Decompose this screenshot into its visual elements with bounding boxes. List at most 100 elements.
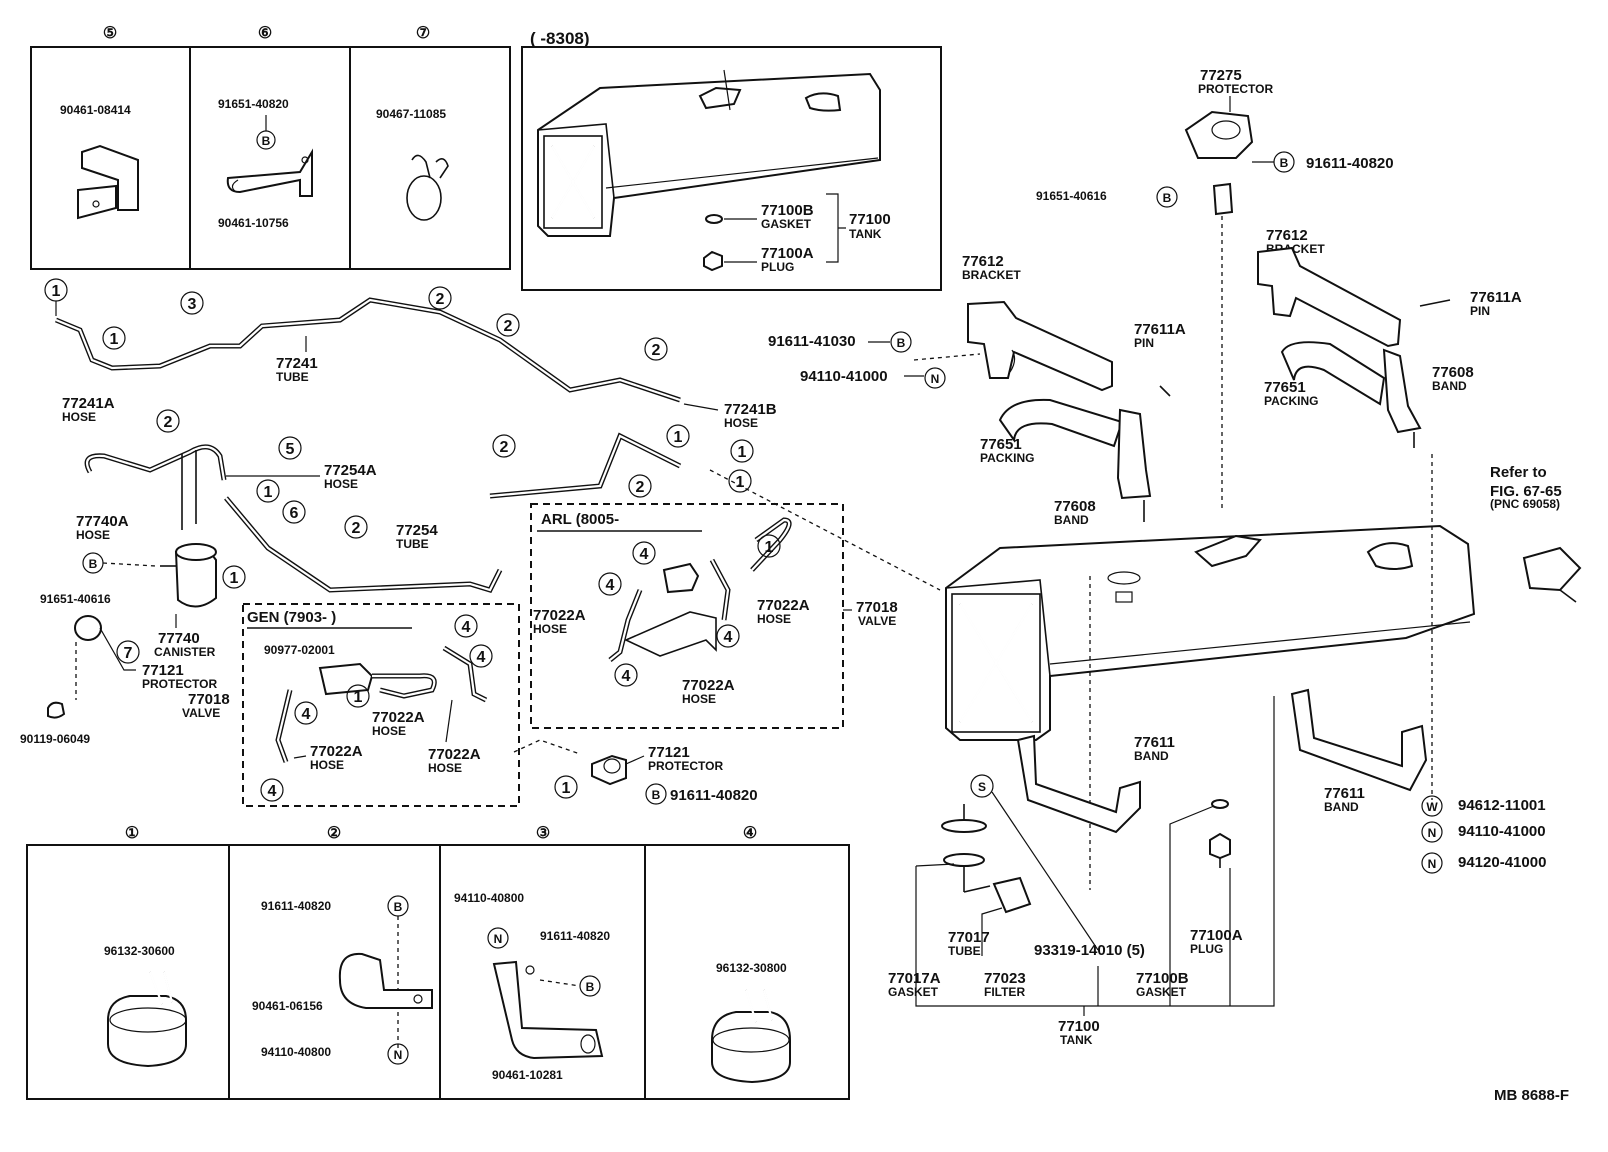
part-77022a-gen-3: 77022A <box>428 746 481 763</box>
label-hose-77241b: HOSE <box>724 416 758 430</box>
tank-variant-label: ( -8308) <box>530 29 590 48</box>
part-77017: 77017 <box>948 929 990 946</box>
part-94110-41000-l: 94110-41000 <box>800 368 888 385</box>
svg-text:4: 4 <box>640 546 649 563</box>
svg-text:B: B <box>1163 191 1172 205</box>
part-77022a-arl-2: 77022A <box>757 597 810 614</box>
svg-text:W: W <box>1426 800 1438 814</box>
part-91611-40820-r: 91611-40820 <box>1306 155 1394 172</box>
svg-text:2: 2 <box>652 342 661 359</box>
label-hose-gen-3: HOSE <box>428 761 462 775</box>
clip-bracket-6 <box>226 148 313 197</box>
hose-77740a <box>84 444 227 530</box>
protector-77121-a <box>74 615 102 641</box>
part-77740: 77740 <box>158 630 200 647</box>
part-90119-06049: 90119-06049 <box>20 732 90 746</box>
part-90461-08414: 90461-08414 <box>60 103 131 117</box>
part-91611-41030: 91611-41030 <box>768 333 856 350</box>
callout-3 <box>180 291 204 315</box>
part-77241a: 77241A <box>62 395 115 412</box>
label-canister: CANISTER <box>154 645 216 659</box>
label-hose-arl-3: HOSE <box>682 692 716 706</box>
packing-77651-r <box>1280 341 1386 406</box>
svg-text:7: 7 <box>124 645 133 662</box>
part-77275: 77275 <box>1200 67 1242 84</box>
label-pin-r: PIN <box>1470 304 1490 318</box>
arl-valve-assembly <box>608 517 792 662</box>
part-77254: 77254 <box>396 522 438 539</box>
refer-line-1: Refer to <box>1490 464 1547 481</box>
label-filter: FILTER <box>984 985 1025 999</box>
label-tank-r: TANK <box>1060 1033 1093 1047</box>
bracket-77612-l <box>967 300 1113 392</box>
svg-text:2: 2 <box>164 414 173 431</box>
label-pin-l: PIN <box>1134 336 1154 350</box>
part-77611a-l: 77611A <box>1134 321 1186 338</box>
label-tube-77017: TUBE <box>948 944 981 958</box>
part-77612-l: 77612 <box>962 253 1004 270</box>
svg-text:2: 2 <box>352 520 361 537</box>
svg-text:N: N <box>1428 857 1437 871</box>
small-fuel-tank <box>537 69 881 237</box>
label-plug-r: PLUG <box>1190 942 1223 956</box>
clip-90461-06156 <box>338 952 433 1009</box>
part-77100-small: 77100 <box>849 211 891 228</box>
part-90461-06156: 90461-06156 <box>252 999 323 1013</box>
label-tank-small: TANK <box>849 227 882 241</box>
clip-bracket-5 <box>77 144 139 220</box>
part-77608-l: 77608 <box>1054 498 1096 515</box>
part-77023: 77023 <box>984 970 1026 987</box>
bracket-90461-10281 <box>492 960 604 1060</box>
label-packing-r: PACKING <box>1264 394 1318 408</box>
gen-box-title: GEN (7903- ) <box>247 609 336 626</box>
svg-text:2: 2 <box>436 291 445 308</box>
part-96132-30600: 96132-30600 <box>104 944 175 958</box>
inset-number-1: ① <box>125 825 139 842</box>
canister-77740 <box>160 543 217 608</box>
part-77121-b: 77121 <box>648 744 690 761</box>
svg-text:1: 1 <box>765 539 774 556</box>
inset-number-7: ⑦ <box>416 25 430 42</box>
part-77612-r: 77612 <box>1266 227 1308 244</box>
part-77254a: 77254A <box>324 462 377 479</box>
label-gasket-77017a: GASKET <box>888 985 939 999</box>
band-77611-l <box>1016 734 1141 834</box>
label-hose-77254a: HOSE <box>324 477 358 491</box>
svg-text:4: 4 <box>268 783 277 800</box>
label-hose-gen-2: HOSE <box>310 758 344 772</box>
label-plug: PLUG <box>761 260 794 274</box>
label-protector-77275: PROTECTOR <box>1198 82 1273 96</box>
label-gasket: GASKET <box>761 217 812 231</box>
svg-text:N: N <box>931 372 940 386</box>
label-packing-l: PACKING <box>980 451 1034 465</box>
part-77018-a: 77018 <box>188 691 230 708</box>
part-77100-r: 77100 <box>1058 1018 1100 1035</box>
part-77017a: 77017A <box>888 970 941 987</box>
label-hose-gen-1: HOSE <box>372 724 406 738</box>
part-77022a-arl-1: 77022A <box>533 607 586 624</box>
label-band-611-l: BAND <box>1134 749 1169 763</box>
svg-text:4: 4 <box>724 629 733 646</box>
gasket-77100b <box>1211 799 1229 809</box>
callout-2-d <box>644 337 668 361</box>
svg-text:1: 1 <box>264 484 273 501</box>
part-91651-40616-r: 91651-40616 <box>1036 189 1107 203</box>
diagram-callout-code: MB 8688-F <box>1494 1087 1569 1104</box>
label-hose-77740a: HOSE <box>76 528 110 542</box>
part-77241: 77241 <box>276 355 318 372</box>
part-94612-11001: 94612-11001 <box>1458 797 1546 814</box>
pin-77611a-r <box>1419 299 1451 307</box>
svg-text:B: B <box>897 336 906 350</box>
spring-clamp-7 <box>406 154 449 221</box>
bracket-77612-r <box>1257 246 1402 348</box>
refer-line-3: (PNC 69058) <box>1490 497 1560 511</box>
arl-box-title: ARL (8005- <box>541 511 619 528</box>
gen-box <box>242 603 520 807</box>
svg-text:2: 2 <box>636 479 645 496</box>
part-91651-40616: 91651-40616 <box>40 592 111 606</box>
svg-text:5: 5 <box>286 441 295 458</box>
svg-text:1: 1 <box>52 283 61 300</box>
nut-90119 <box>47 701 66 719</box>
protector-77121-b <box>591 754 627 786</box>
